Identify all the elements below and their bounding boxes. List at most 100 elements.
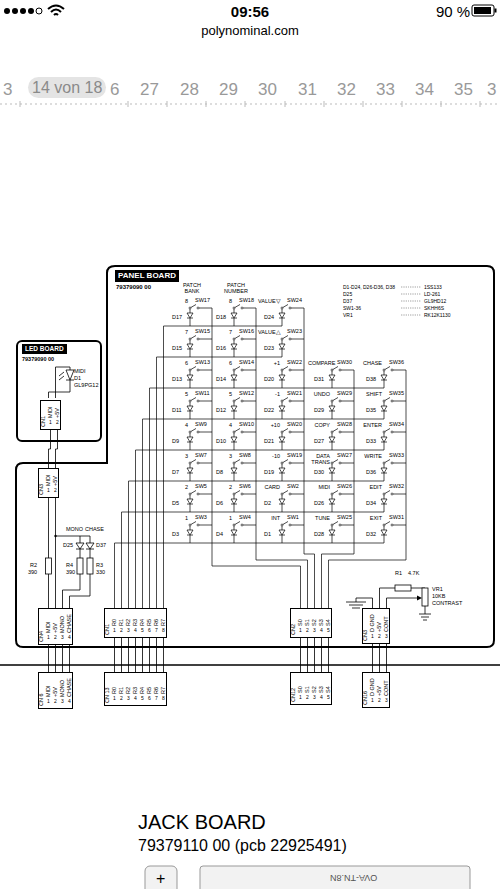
pin-number: 3 [61, 699, 64, 704]
pin-number: 5 [141, 628, 144, 633]
switch-name: SW16 [239, 328, 254, 335]
key-function: VALUE△ [258, 329, 280, 335]
connector-name: CN3 [363, 630, 369, 641]
connector-name: CN12 [291, 688, 297, 702]
switch-name: SW21 [287, 390, 302, 397]
column-header: PATCH NUMBER [220, 282, 252, 294]
ruler-number: 29 [219, 80, 238, 100]
pin-number: 4 [320, 695, 323, 700]
pin-number: 7 [155, 628, 158, 633]
part-number: 79379090 00 [22, 356, 54, 362]
switch-name: SW5 [195, 483, 207, 490]
key-function: +1 [274, 360, 280, 366]
pin-name: R6 [154, 619, 160, 626]
switch-contact [233, 431, 235, 433]
key-function: VALUE▽ [258, 298, 280, 304]
key-function: CHASE [363, 360, 382, 366]
key-function: 5 [229, 391, 232, 397]
parts-table-cell: LD-261 [424, 291, 440, 297]
pin-number: 8 [162, 628, 165, 633]
switch-name: SW36 [389, 359, 404, 366]
diode-name: D31 [314, 376, 324, 383]
pin-name: +5V [55, 408, 61, 418]
toolbar-strip [200, 866, 470, 889]
switch-contact [331, 524, 333, 526]
pin-name: +5V [53, 476, 59, 486]
switch-contact [189, 400, 191, 402]
toolbar-text: + [156, 869, 165, 888]
pin-name: S0 [298, 686, 304, 693]
board-box: PANEL BOARD79379090 00CN3MIDI+5V12CN4MID… [15, 265, 495, 648]
switch-name: SW33 [389, 452, 404, 459]
key-function: DATA TRANS [308, 453, 330, 465]
switch-name: SW12 [239, 390, 254, 397]
pin-name: MIDI [48, 406, 54, 418]
diode-name: D36 [366, 469, 376, 476]
parts-table-cell: D25 [343, 291, 352, 297]
ruler-number: 35 [454, 80, 473, 100]
component-label: MONO [66, 526, 83, 533]
switch-contact [233, 307, 235, 309]
switch-contact [289, 431, 291, 433]
pin-name: MONO [60, 616, 66, 633]
battery-tip [495, 9, 497, 13]
key-function: 2 [229, 484, 232, 490]
switch-contact [189, 524, 191, 526]
switch-name: SW26 [337, 483, 352, 490]
switch-name: SW10 [239, 421, 254, 428]
component-label: D37 [96, 542, 106, 549]
status-text: 90 % [436, 3, 470, 21]
pin-number: 2 [54, 635, 57, 640]
ruler-number: 31 [298, 80, 317, 100]
pin-number: 3 [61, 635, 64, 640]
pin-number: 3 [385, 698, 388, 703]
switch-name: SW22 [287, 359, 302, 366]
switch-contact [241, 338, 243, 340]
pin-number: 4 [134, 696, 137, 701]
ruler-number: 6 [110, 80, 119, 100]
parts-table-cell: RK12K1130 [424, 312, 451, 318]
pin-number: 1 [371, 634, 374, 639]
ruler-number: 30 [258, 80, 277, 100]
pin-number: 5 [327, 695, 330, 700]
switch-contact [241, 493, 243, 495]
connector-box: CN1R0R1R2R3R4R5R6R712345678 [104, 608, 167, 638]
diode-name: D15 [172, 345, 182, 352]
switch-contact [241, 462, 243, 464]
connector-name: CN 6 [39, 693, 45, 706]
pin-name: R6 [154, 687, 160, 694]
switch-contact [391, 462, 393, 464]
switch-contact [391, 431, 393, 433]
diode-name: D20 [264, 376, 274, 383]
ruler-number: 28 [180, 80, 199, 100]
connector-name: CN1 [105, 624, 111, 635]
switch-contact [189, 462, 191, 464]
switch-contact [281, 369, 283, 371]
pin-number: 1 [47, 699, 50, 704]
pin-name: S1 [305, 686, 311, 693]
diode-name: D3 [172, 531, 179, 538]
parts-table-cell: 1SS133 [424, 284, 442, 290]
column-header: PATCH BANK [176, 282, 208, 294]
pin-name: S1 [305, 619, 311, 626]
switch-name: SW6 [239, 483, 251, 490]
switch-contact [339, 431, 341, 433]
pin-number: 3 [313, 695, 316, 700]
key-function: +10 [271, 422, 280, 428]
diode-name: D14 [216, 376, 226, 383]
switch-contact [289, 307, 291, 309]
switch-contact [339, 462, 341, 464]
diode-name: D29 [314, 407, 324, 414]
switch-contact [233, 400, 235, 402]
status-text: 09:56 [231, 3, 269, 21]
connector-name: CN4 [39, 631, 45, 642]
switch-contact [281, 524, 283, 526]
diode-name: D28 [314, 531, 324, 538]
key-function: TUNE [315, 515, 330, 521]
switch-contact [189, 493, 191, 495]
pin-name: +5V [377, 686, 383, 696]
pin-number: 4 [68, 635, 71, 640]
switch-name: SW4 [239, 514, 251, 521]
key-function: 5 [185, 391, 188, 397]
